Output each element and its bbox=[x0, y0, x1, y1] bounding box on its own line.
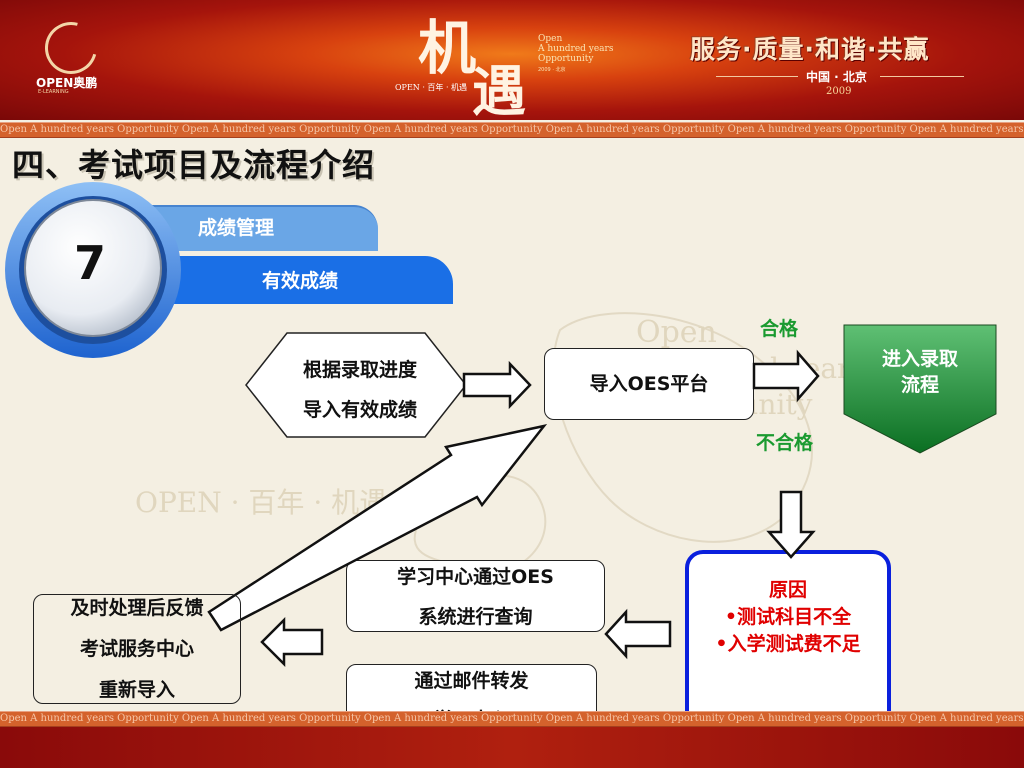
location-year: 2009 bbox=[826, 86, 852, 97]
watermark-open: Open bbox=[636, 315, 717, 350]
admission-label: 进入录取 流程 bbox=[850, 346, 990, 398]
step-badge bbox=[5, 182, 181, 358]
page-title: 四、考试项目及流程介绍 bbox=[12, 146, 376, 184]
oes-platform-box bbox=[544, 348, 754, 420]
slogan: 服务·质量·和谐·共赢 bbox=[690, 35, 930, 64]
query-line-1: 学习中心通过OES bbox=[397, 566, 554, 588]
ribbon-top: Open A hundred years Opportunity Open A … bbox=[0, 122, 1024, 138]
reason-title: 原因 bbox=[768, 579, 807, 601]
logo-subtext: E-LEARNING bbox=[38, 89, 69, 95]
admission-line-1: 进入录取 bbox=[881, 348, 958, 370]
badge-inner-circle bbox=[24, 199, 162, 337]
opportunity-year: 2009 · 北京 bbox=[538, 67, 566, 73]
arrow-hex-to-oes bbox=[462, 360, 532, 410]
lower-tab-label: 有效成绩 bbox=[262, 270, 339, 292]
upper-tab-label: 成绩管理 bbox=[198, 217, 275, 239]
query-box bbox=[346, 560, 605, 632]
calligraphy-logo: 机 遇 bbox=[418, 14, 526, 116]
arrow-reason-to-query bbox=[604, 608, 672, 660]
calligraphy-caption: OPEN · 百年 · 机遇 bbox=[395, 83, 468, 92]
arrow-handle-to-oes bbox=[207, 424, 548, 632]
arrow-query-to-handle bbox=[260, 616, 324, 668]
opportunity-line-1: Open bbox=[538, 34, 563, 44]
hexagon-box bbox=[245, 332, 467, 438]
logo-text: OPEN奥鹏 bbox=[36, 76, 98, 90]
handle-line-3: 重新导入 bbox=[98, 679, 175, 701]
pass-label: 合格 bbox=[760, 318, 799, 340]
admission-box bbox=[843, 324, 997, 454]
hexagon-line-2: 导入有效成绩 bbox=[302, 399, 417, 421]
ribbon-bottom: Open A hundred years Opportunity Open A … bbox=[0, 711, 1024, 727]
header-banner bbox=[0, 0, 1024, 120]
oes-platform-label: 导入OES平台 bbox=[589, 373, 709, 395]
admission-line-2: 流程 bbox=[900, 374, 939, 396]
calligraphy-char-2: 遇 bbox=[472, 59, 526, 116]
footer-bar bbox=[0, 727, 1024, 768]
mail-line-1: 通过邮件转发 bbox=[414, 670, 529, 692]
fail-label: 不合格 bbox=[756, 432, 814, 454]
reason-item-2: •入学测试费不足 bbox=[715, 633, 861, 655]
handle-line-1: 及时处理后反馈 bbox=[70, 597, 204, 619]
reason-item-1: •测试科目不全 bbox=[724, 606, 852, 628]
calligraphy-char-1: 机 bbox=[418, 14, 476, 82]
opportunity-line-2: A hundred years bbox=[538, 44, 614, 54]
location-text: 中国 · 北京 bbox=[806, 70, 867, 84]
step-number: 7 bbox=[73, 236, 106, 290]
handle-line-2: 考试服务中心 bbox=[79, 638, 194, 660]
hexagon-line-1: 根据录取进度 bbox=[302, 359, 417, 381]
watermark-slogan: OPEN · 百年 · 机遇 bbox=[135, 486, 387, 519]
opportunity-text: Open A hundred years Opportunity bbox=[538, 34, 613, 64]
location-divider-right bbox=[880, 76, 964, 77]
opportunity-line-3: Opportunity bbox=[538, 54, 594, 64]
arrow-oes-to-admission bbox=[752, 349, 820, 403]
arrow-down-to-reason bbox=[766, 490, 816, 559]
reason-box bbox=[685, 550, 891, 738]
upper-tab bbox=[150, 205, 378, 251]
handle-box bbox=[33, 594, 241, 704]
query-line-2: 系统进行查询 bbox=[418, 606, 533, 628]
lower-tab bbox=[155, 256, 453, 304]
location-divider-left bbox=[716, 76, 798, 77]
